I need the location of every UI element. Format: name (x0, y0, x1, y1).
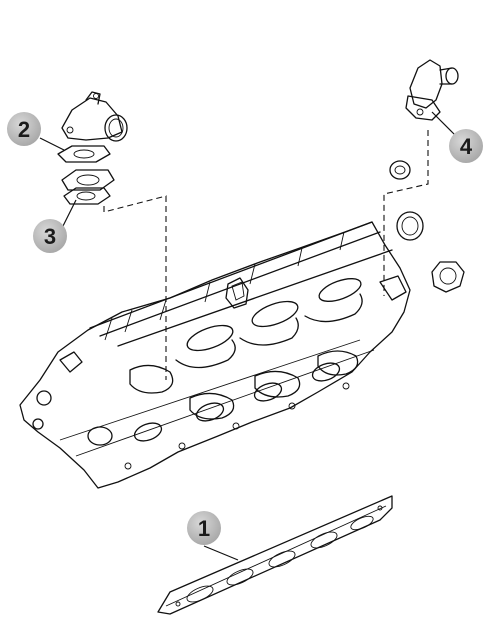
water-outlet-housing (61, 91, 128, 142)
callout-2-label: 2 (18, 117, 30, 142)
seal-ring-small (389, 160, 411, 180)
outlet-gasket (57, 145, 111, 163)
leader-lines (39, 111, 459, 561)
coolant-flange-elbow (405, 59, 459, 121)
cylinder-head (19, 221, 411, 489)
callout-1: 1 (187, 511, 221, 545)
threaded-plug (431, 261, 465, 293)
thermostat-seal (61, 169, 115, 205)
callout-1-label: 1 (198, 516, 210, 541)
callout-4: 4 (449, 129, 483, 163)
callout-3-label: 3 (44, 224, 56, 249)
callout-3: 3 (33, 219, 67, 253)
callout-2: 2 (7, 112, 41, 146)
assembly-guide-lines (103, 130, 429, 380)
seal-ring-large (396, 211, 424, 241)
callout-4-label: 4 (460, 134, 473, 159)
head-gasket (157, 495, 393, 615)
